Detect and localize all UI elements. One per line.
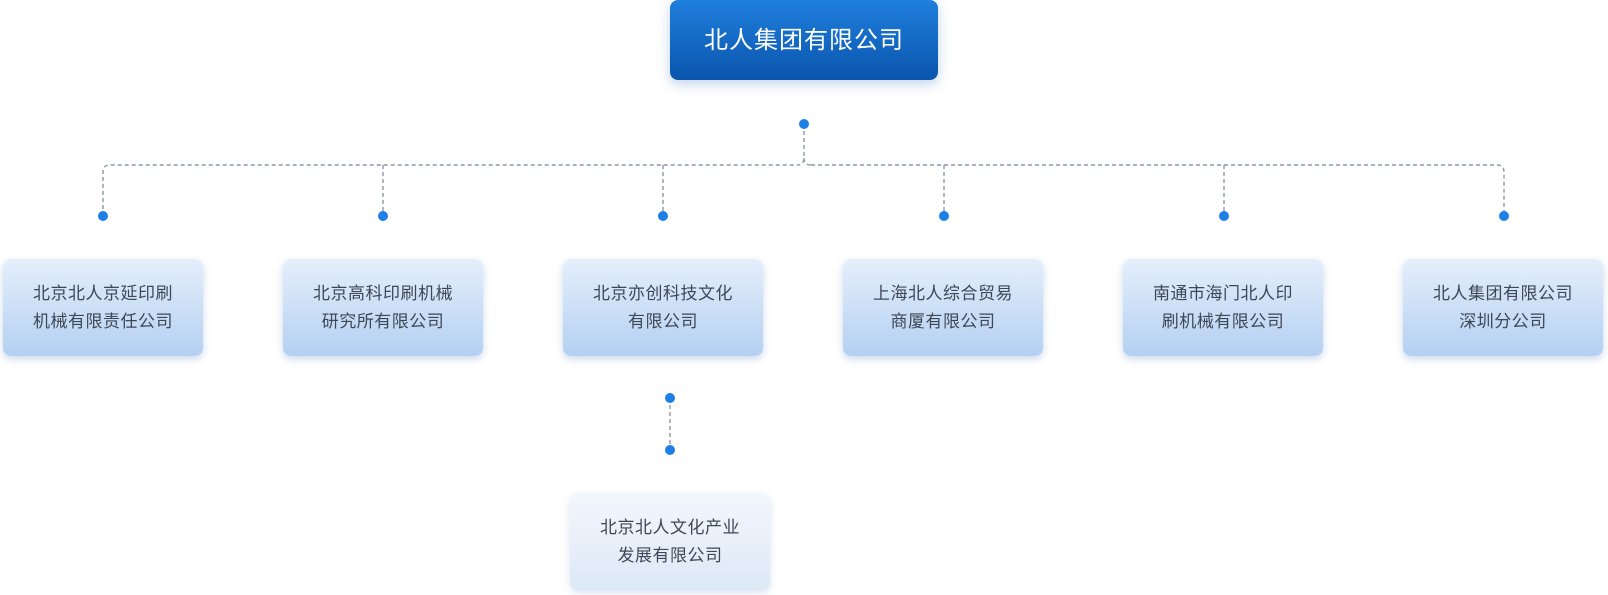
sub-subsidiary-name-line2: 发展有限公司 — [617, 545, 723, 566]
sub-subsidiary-box[interactable]: 北京北人文化产业 发展有限公司 — [570, 493, 770, 590]
subsidiary-name-line2: 刷机械有限公司 — [1161, 311, 1285, 332]
subsidiary-name-line2: 商厦有限公司 — [890, 311, 996, 332]
root-connector-left — [796, 124, 805, 166]
bus-connector-left — [102, 164, 797, 216]
subsidiary-box-5[interactable]: 南通市海门北人印 刷机械有限公司 — [1123, 259, 1323, 356]
subsidiary-name-line2: 深圳分公司 — [1459, 311, 1547, 332]
child-connector-dot-2 — [378, 211, 388, 221]
subsidiary-name-line1: 北京北人京延印刷 — [33, 283, 173, 304]
subsidiary-name-line1: 上海北人综合贸易 — [873, 283, 1013, 304]
subsidiary-box-3[interactable]: 北京亦创科技文化 有限公司 — [563, 259, 763, 356]
sub-connector-dot-bottom — [665, 445, 675, 455]
subsidiary-name-line2: 机械有限责任公司 — [33, 311, 173, 332]
subsidiary-name-line1: 北京高科印刷机械 — [313, 283, 453, 304]
child-connector-dot-4 — [939, 211, 949, 221]
subsidiary-name-line1: 南通市海门北人印 — [1153, 283, 1293, 304]
subsidiary-name-line1: 北京亦创科技文化 — [593, 283, 733, 304]
subsidiary-box-6[interactable]: 北人集团有限公司 深圳分公司 — [1403, 259, 1603, 356]
subsidiary-box-1[interactable]: 北京北人京延印刷 机械有限责任公司 — [3, 259, 203, 356]
child-connector-dot-3 — [658, 211, 668, 221]
root-connector-dot — [799, 119, 809, 129]
child-connector-dot-5 — [1219, 211, 1229, 221]
child-connector-dot-1 — [98, 211, 108, 221]
root-connector-right — [803, 157, 812, 166]
subsidiary-name-line2: 有限公司 — [628, 311, 698, 332]
root-company-name: 北人集团有限公司 — [704, 26, 904, 54]
subsidiary-name-line2: 研究所有限公司 — [321, 311, 445, 332]
subsidiary-name-line1: 北人集团有限公司 — [1433, 283, 1573, 304]
subsidiary-box-4[interactable]: 上海北人综合贸易 商厦有限公司 — [843, 259, 1043, 356]
subsidiary-box-2[interactable]: 北京高科印刷机械 研究所有限公司 — [283, 259, 483, 356]
child-connector-dot-6 — [1499, 211, 1509, 221]
sub-subsidiary-name-line1: 北京北人文化产业 — [600, 517, 740, 538]
sub-connector-dot-top — [665, 393, 675, 403]
bus-connector-right — [811, 164, 1505, 216]
root-company-box[interactable]: 北人集团有限公司 — [670, 0, 938, 80]
